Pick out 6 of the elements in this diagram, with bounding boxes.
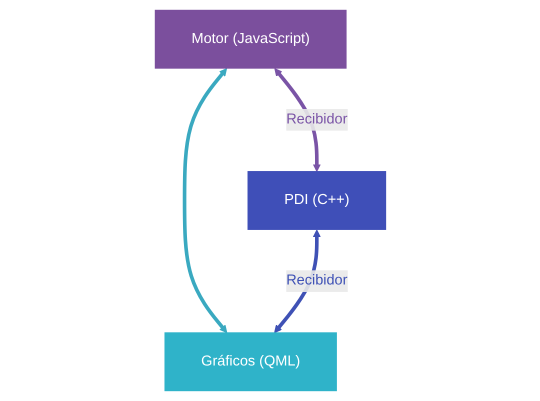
edge-label: Recibidor (286, 112, 347, 128)
node-box: PDI (C++) (247, 171, 386, 230)
node-box: Gráficos (QML) (164, 332, 336, 392)
edge-label: Recibidor (286, 272, 347, 288)
arrow (182, 68, 227, 334)
node-box: Motor (JavaScript) (154, 10, 346, 69)
